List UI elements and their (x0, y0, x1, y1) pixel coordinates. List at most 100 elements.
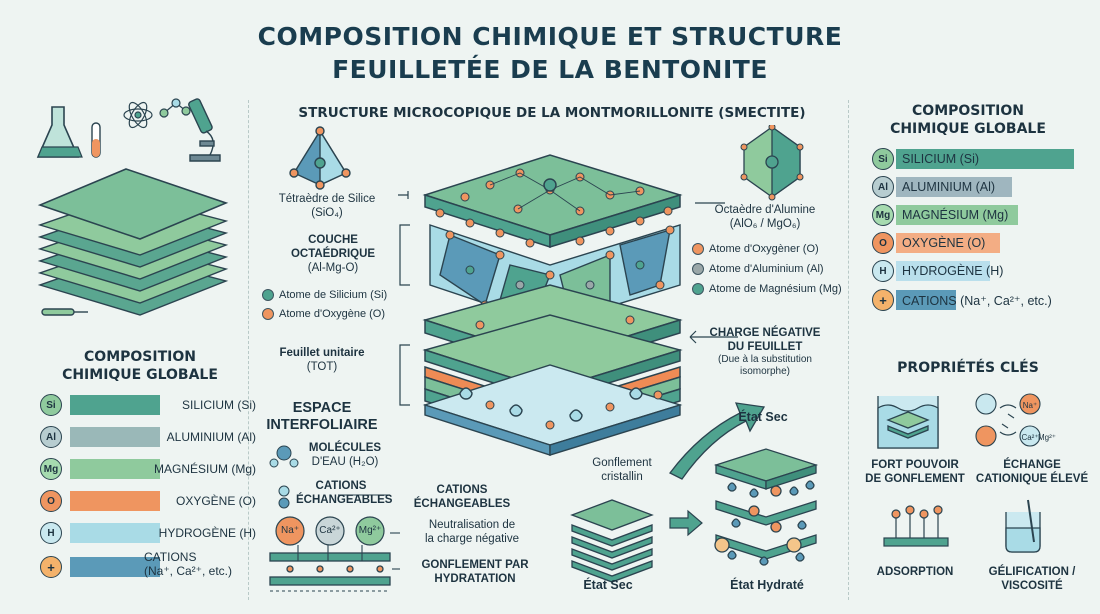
h-bar-right (896, 261, 990, 281)
crystalline-swelling-label: Gonflement cristallin (592, 457, 652, 483)
cation-icon (278, 485, 290, 509)
interlayer-label: ESPACE INTERFOLIAIRE (266, 400, 378, 433)
title-line-2: FEUILLETÉE DE LA BENTONITE (332, 55, 768, 84)
title-line-1: COMPOSITION CHIMIQUE ET STRUCTURE (257, 22, 843, 51)
water-molecule-icon (269, 445, 299, 468)
h-label: HYDROGÈNE (H) (158, 526, 256, 540)
flask-icon (36, 106, 83, 158)
legend-aluminium: Atome d'Aluminium (Al) (692, 262, 824, 276)
right-row-al: Al ALUMINIUM (Al) (872, 175, 1012, 199)
lab-illustration (36, 98, 229, 316)
dry-state-label: État Sec (583, 578, 633, 592)
exchangeable-cations-label: CATIONS ÉCHANGEABLES (296, 480, 393, 506)
cation-bar (70, 557, 160, 577)
prop-ion-mg: Mg²⁺ (1038, 433, 1056, 442)
si-bar-right (896, 149, 1074, 169)
left-row-cations: + CATIONS (Na⁺, Ca²⁺, etc.) (40, 550, 232, 578)
cation-badge-right: + (872, 289, 894, 311)
o-bar (70, 491, 160, 511)
mg-label: MAGNÉSIUM (Mg) (154, 462, 256, 476)
ion-na: Na⁺ (280, 525, 300, 536)
cation-exchange-icon (975, 393, 1041, 447)
right-divider (848, 100, 850, 600)
o-label-right: OXYGÈNE (O) (902, 236, 986, 250)
dry-stack (570, 499, 654, 583)
si-bar (70, 395, 160, 415)
properties-icons (877, 393, 1041, 553)
prop-exchange-label: ÉCHANGE CATIONIQUE ÉLEVÉ (975, 459, 1089, 485)
adsorption-icon (883, 505, 949, 547)
microscope-icon (188, 98, 221, 162)
cation-badge: + (40, 556, 62, 578)
key-properties-heading: PROPRIÉTÉS CLÉS (897, 360, 1039, 376)
molecule-icon (159, 98, 191, 118)
hydrated-state-label: État Hydraté (730, 578, 804, 592)
left-row-al: Al ALUMINIUM (Al) (40, 426, 256, 448)
top-tetrahedral-sheet (422, 154, 683, 249)
al-bar-right (896, 177, 1012, 197)
bottom-sheets (269, 545, 391, 592)
al-bar (70, 427, 160, 447)
left-divider (248, 100, 250, 600)
prop-ion-na: Na⁺ (1022, 401, 1038, 410)
swelling-arrow (669, 402, 766, 480)
tetra-label: Tétraèdre de Silice (SiO₄) (278, 193, 376, 219)
water-molecules-label: MOLÉCULES D'EAU (H₂O) (308, 442, 382, 468)
left-row-si: Si SILICIUM (Si) (40, 394, 256, 416)
gelling-beaker-icon (1005, 499, 1041, 553)
atom-icon (123, 101, 153, 129)
alumina-octahedron (740, 125, 804, 201)
ion-circles (275, 516, 385, 546)
right-composition-heading: COMPOSITION CHIMIQUE GLOBALE (890, 103, 1046, 137)
right-row-mg: Mg MAGNÉSIUM (Mg) (872, 203, 1018, 227)
interlayer-space (422, 364, 683, 456)
cation-label-right: CATIONS (Na⁺, Ca²⁺, etc.) (902, 293, 1052, 308)
si-badge: Si (40, 394, 62, 416)
connector-lines (338, 494, 400, 570)
octahedral-layer (429, 224, 681, 330)
legend-magnesium: Atome de Magnésium (Mg) (692, 282, 842, 296)
montmorillonite-diagram (269, 125, 819, 592)
exchangeable-cations-right-label: CATIONS ÉCHANGEABLES (413, 484, 511, 510)
cation-label: CATIONS (Na⁺, Ca²⁺, etc.) (144, 550, 233, 578)
right-row-si: Si SILICIUM (Si) (872, 147, 1074, 171)
octahedron-label: Octaèdre d'Alumine (AlO₆ / MgO₆) (714, 204, 816, 230)
arrow-right-icon (669, 509, 703, 537)
prop-gelling-label: GÉLIFICATION / VISCOSITÉ (988, 566, 1076, 592)
mg-badge-right: Mg (872, 204, 894, 226)
o-bar-right (896, 233, 1000, 253)
al-label-right: ALUMINIUM (Al) (902, 180, 996, 194)
o-label: OXYGÈNE (O) (175, 494, 256, 508)
mg-label-right: MAGNÉSIUM (Mg) (902, 208, 1009, 222)
hydrated-stack (713, 448, 819, 566)
al-badge-right: Al (872, 176, 894, 198)
test-tube-icon (91, 122, 101, 158)
al-badge: Al (40, 426, 62, 448)
left-composition-heading: COMPOSITION CHIMIQUE GLOBALE (62, 349, 218, 383)
center-heading: STRUCTURE MICROCOPIQUE DE LA MONTMORILLO… (298, 105, 806, 121)
legend-oxygen: Atome d'Oxygène (O) (262, 307, 385, 321)
legend-silicon: Atome de Silicium (Si) (262, 288, 387, 302)
mg-bar (70, 459, 160, 479)
bracket-lines (398, 191, 738, 406)
left-row-h: H HYDROGÈNE (H) (40, 522, 256, 544)
o-badge: O (40, 490, 62, 512)
neutralisation-label: Neutralisation de la charge négative (425, 519, 519, 545)
ion-mg: Mg²⁺ (358, 525, 382, 536)
unit-layer-label: Feuillet unitaire (TOT) (279, 347, 365, 373)
spatula-icon (41, 308, 88, 316)
swelling-container-icon (877, 396, 939, 449)
right-row-cations: + CATIONS (Na⁺, Ca²⁺, etc.) (872, 288, 1052, 312)
dry-state-top-label: État Sec (738, 410, 788, 424)
page-title: COMPOSITION CHIMIQUE ET STRUCTURE FEUILL… (0, 20, 1100, 86)
h-bar (70, 523, 160, 543)
mg-badge: Mg (40, 458, 62, 480)
h-badge: H (40, 522, 62, 544)
prop-adsorption-label: ADSORPTION (876, 566, 954, 578)
left-row-mg: Mg MAGNÉSIUM (Mg) (40, 458, 256, 480)
prop-ion-ca: Ca²⁺ (1021, 433, 1039, 442)
si-badge-right: Si (872, 148, 894, 170)
hydration-swelling-label: GONFLEMENT PAR HYDRATATION (421, 559, 529, 585)
si-label: SILICIUM (Si) (181, 398, 256, 412)
left-row-o: O OXYGÈNE (O) (40, 490, 256, 512)
